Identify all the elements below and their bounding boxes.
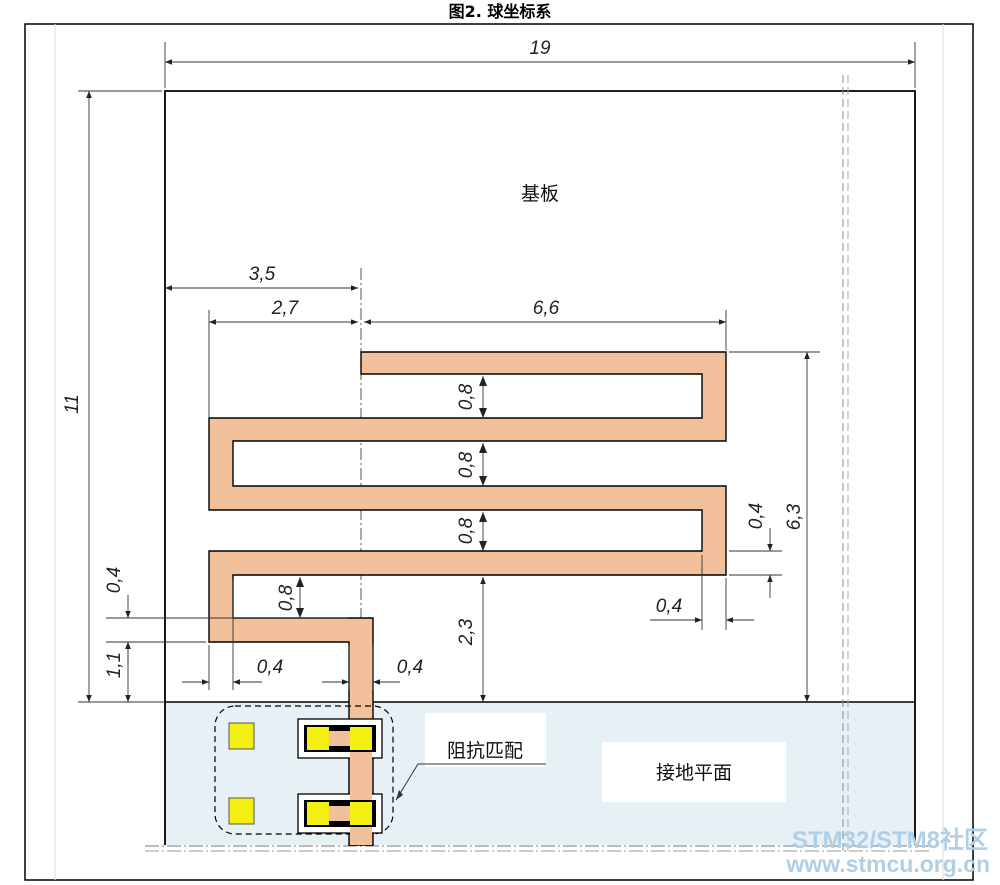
dim-meander-height: 6,3 bbox=[784, 503, 805, 530]
dim-trace-width-right: 0,4 bbox=[746, 503, 767, 529]
outer-frame bbox=[24, 23, 974, 881]
dim-ground-clearance: 2,3 bbox=[456, 618, 477, 646]
dim-feed-offset: 3,5 bbox=[249, 264, 276, 285]
label-impedance-match: 阻抗匹配 bbox=[447, 740, 523, 762]
dim-gap-middle: 0,8 bbox=[456, 451, 477, 478]
page-title: 图2. 球坐标系 bbox=[448, 2, 552, 21]
component-bottom-pad-a bbox=[307, 802, 329, 825]
meander-trace bbox=[208, 351, 727, 846]
label-ground-plane: 接地平面 bbox=[656, 762, 732, 784]
dim-gap-bottom: 0,8 bbox=[276, 584, 297, 611]
dim-board-width: 19 bbox=[529, 38, 551, 59]
component-bottom-pad-b bbox=[350, 802, 372, 825]
dim-trace-width-bottom-right: 0,4 bbox=[656, 596, 682, 617]
pad-top-left bbox=[228, 722, 255, 750]
dim-gap-lower: 0,8 bbox=[456, 517, 477, 544]
watermark-line2: www.stmcu.org.cn bbox=[785, 851, 990, 877]
impedance-match-region bbox=[214, 705, 394, 835]
dim-trace-width-left: 0,4 bbox=[104, 567, 125, 593]
dim-gap-upper: 0,8 bbox=[456, 383, 477, 410]
dim-board-height: 11 bbox=[62, 394, 83, 414]
board-outline bbox=[164, 90, 916, 845]
component-top-pad-a bbox=[307, 727, 329, 750]
component-top-pad-b bbox=[350, 727, 372, 750]
dim-feed-width: 0,4 bbox=[397, 657, 423, 678]
dim-feed-height: 1,1 bbox=[104, 652, 125, 678]
pad-bottom-left bbox=[228, 797, 255, 825]
dim-left-arm: 2,7 bbox=[271, 298, 300, 319]
watermark-line1: STM32/STM8社区 bbox=[792, 826, 988, 854]
dim-trace-width-bottom-left: 0,4 bbox=[257, 657, 283, 678]
label-substrate: 基板 bbox=[521, 183, 559, 205]
dim-meander-length: 6,6 bbox=[533, 298, 560, 319]
